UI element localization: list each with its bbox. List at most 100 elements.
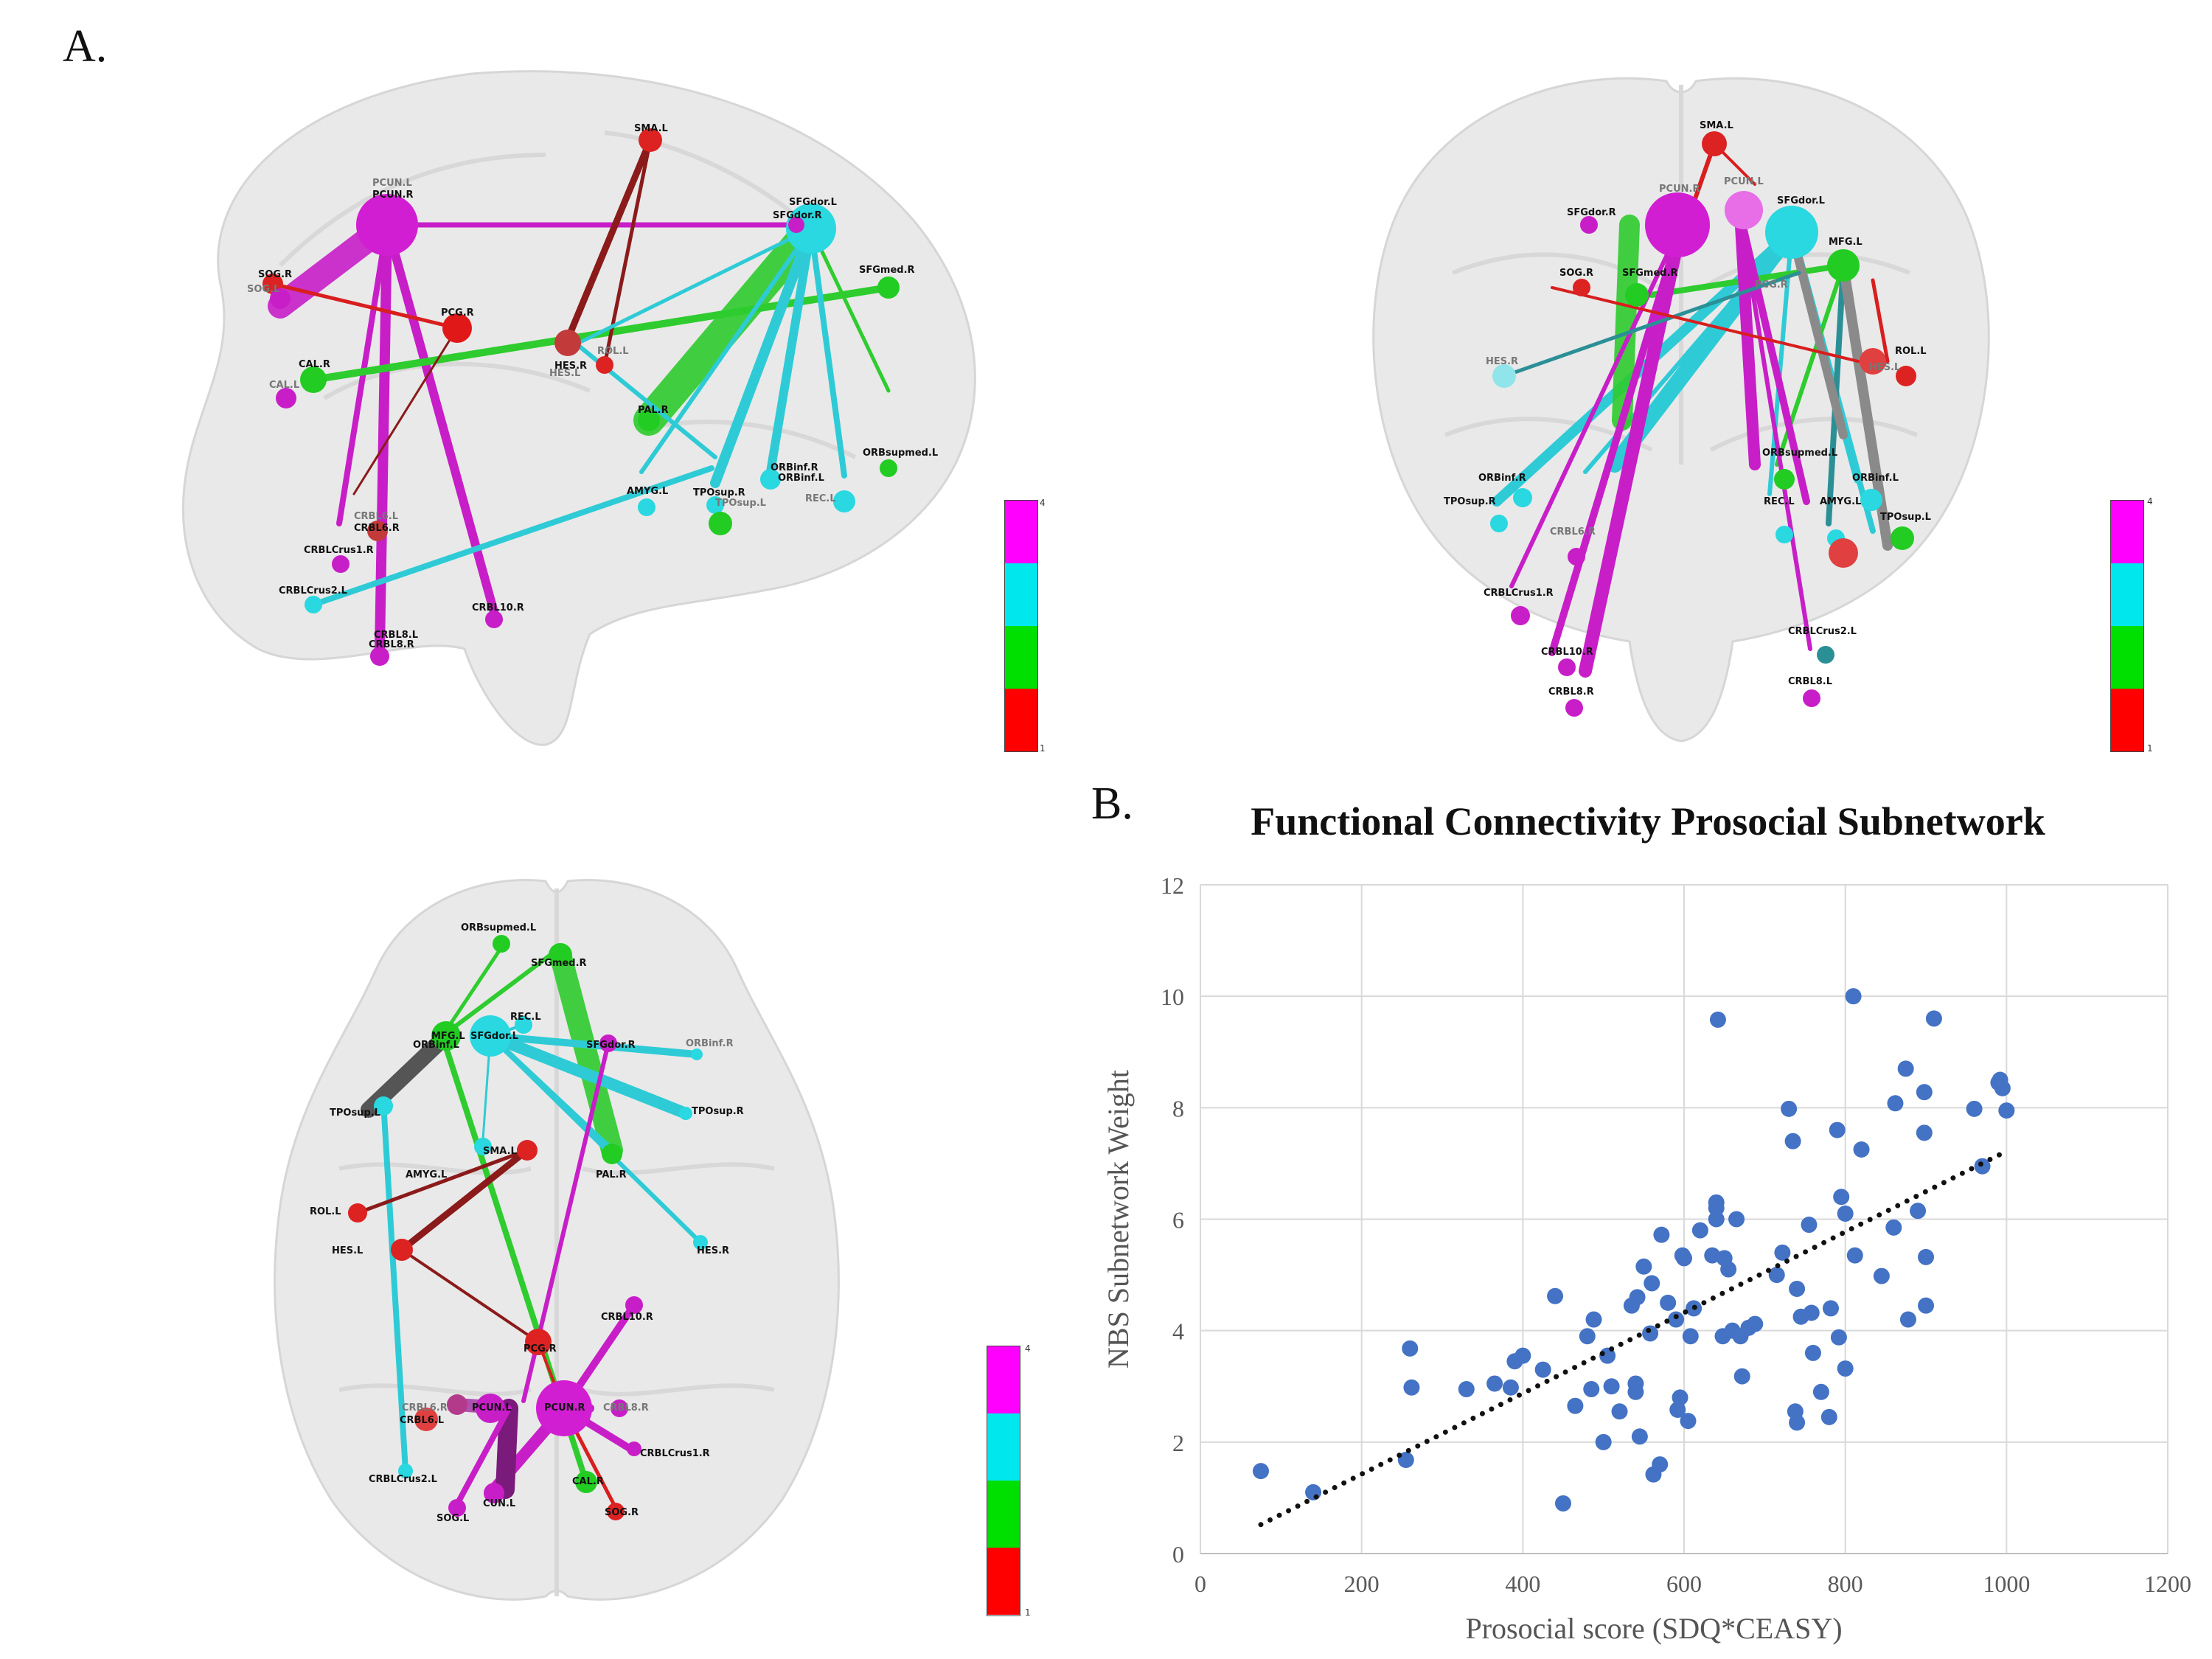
node-label: SOG.L bbox=[437, 1513, 469, 1524]
node-label: CRBL8.L bbox=[374, 630, 418, 641]
x-tick-label: 600 bbox=[1666, 1571, 1702, 1597]
node-label: CRBL10.R bbox=[601, 1312, 653, 1323]
scatter-point bbox=[1803, 1304, 1820, 1321]
node-label: HES.R bbox=[554, 361, 587, 372]
x-tick-label: 800 bbox=[1828, 1571, 1863, 1597]
x-tick-label: 400 bbox=[1505, 1571, 1540, 1597]
node-label: PCUN.L bbox=[472, 1402, 512, 1413]
colorbar-band-4 bbox=[2111, 501, 2143, 563]
scatter-point bbox=[1829, 1121, 1846, 1138]
scatter-point bbox=[1789, 1280, 1806, 1297]
scatter-point bbox=[1397, 1452, 1414, 1469]
node-label: SOG.L bbox=[247, 284, 279, 295]
brain-node-labels: ORBsupmed.L SFGmed.R REC.L MFG.L ORBinf.… bbox=[310, 922, 744, 1524]
brain-sagittal-view: SMA.L PCUN.L PCUN.R SFGdor.L SFGdor.R SO… bbox=[182, 70, 976, 746]
scatter-point bbox=[1680, 1413, 1697, 1430]
colorbar-min-label: 1 bbox=[2147, 743, 2153, 754]
node-label: ORBinf.L bbox=[413, 1040, 459, 1051]
node-label: SOG.R bbox=[605, 1507, 639, 1518]
node-label: CRBL6.R bbox=[402, 1402, 448, 1413]
node-label: HES.L bbox=[332, 1245, 363, 1256]
scatter-point bbox=[1458, 1381, 1475, 1398]
colorbar-band-1 bbox=[2111, 689, 2143, 751]
scatter-point bbox=[1583, 1381, 1600, 1398]
node-label: CRBLCrus2.L bbox=[1788, 626, 1857, 637]
scatter-point bbox=[1853, 1141, 1870, 1158]
scatter-point bbox=[1887, 1095, 1904, 1112]
node-label: TPOsup.R bbox=[693, 487, 745, 498]
node-label: TPOsup.R bbox=[692, 1106, 744, 1117]
scatter-point bbox=[1486, 1375, 1503, 1392]
node-label: CRBL6.R bbox=[1550, 526, 1596, 538]
node-label: ORBinf.R bbox=[1478, 473, 1526, 484]
node-label: PCG.R bbox=[524, 1343, 557, 1354]
scatter-point bbox=[1916, 1124, 1933, 1141]
node-label: ORBinf.R bbox=[771, 462, 818, 473]
brain-coronal-view: SMA.L PCUN.R PCUN.L SFGdor.L SFGdor.R MF… bbox=[1372, 77, 1990, 742]
scatter-point bbox=[1555, 1495, 1571, 1512]
scatter-point bbox=[1873, 1267, 1890, 1284]
colorbar bbox=[987, 1346, 1020, 1616]
node-label: CRBLCrus1.R bbox=[640, 1448, 710, 1459]
connectivity-edges bbox=[268, 136, 892, 654]
node-label: SOG.R bbox=[258, 269, 292, 280]
scatter-point bbox=[1925, 1010, 1942, 1027]
y-tick-label: 0 bbox=[1172, 1541, 1184, 1568]
colorbar bbox=[1004, 500, 1038, 752]
scatter-point bbox=[1720, 1261, 1737, 1278]
colorbar-band-4 bbox=[1005, 501, 1037, 563]
node-label: AMYG.L bbox=[406, 1169, 447, 1180]
scatter-point bbox=[1781, 1100, 1798, 1117]
node-label: ORBsupmed.L bbox=[1762, 448, 1837, 459]
node-label: CRBL8.R bbox=[1548, 686, 1594, 698]
scatter-point bbox=[1801, 1217, 1818, 1234]
scatter-point bbox=[1897, 1060, 1914, 1077]
node-label: PAL.R bbox=[638, 405, 669, 416]
node-label: CRBLCrus2.L bbox=[369, 1474, 437, 1485]
node-label: SFGdor.L bbox=[1777, 195, 1825, 206]
node-label: CUN.L bbox=[483, 1498, 515, 1509]
x-tick-label: 200 bbox=[1344, 1571, 1380, 1597]
node-label: PCG.R bbox=[441, 307, 474, 319]
scatter-point bbox=[1644, 1275, 1660, 1292]
panel-label-a: A. bbox=[63, 21, 108, 72]
scatter-point bbox=[1502, 1379, 1519, 1396]
brain-silhouette bbox=[1372, 77, 1990, 742]
scatter-point bbox=[1846, 1247, 1863, 1264]
y-tick-label: 6 bbox=[1172, 1207, 1184, 1234]
node-label: ORBinf.R bbox=[686, 1038, 734, 1049]
scatter-point bbox=[1534, 1361, 1551, 1378]
scatter-point bbox=[1918, 1297, 1934, 1314]
x-tick-label: 1000 bbox=[1983, 1571, 2030, 1597]
y-tick-label: 4 bbox=[1172, 1318, 1184, 1345]
node-label: PCUN.L bbox=[372, 178, 412, 189]
brain-nodes bbox=[348, 935, 708, 1520]
node-label: ORBsupmed.L bbox=[461, 922, 536, 933]
node-label: CRBL8.R bbox=[369, 639, 414, 650]
brain-nodes bbox=[1490, 131, 1916, 717]
scatter-point bbox=[1547, 1287, 1564, 1304]
scatter-point bbox=[1603, 1378, 1620, 1395]
scatter-point bbox=[1966, 1100, 1983, 1117]
scatter-point bbox=[1595, 1433, 1612, 1450]
scatter-point bbox=[1585, 1311, 1602, 1328]
node-label: ORBsupmed.L bbox=[863, 448, 938, 459]
chart-title: Functional Connectivity Prosocial Subnet… bbox=[1251, 799, 2045, 844]
node-label: CRBL8.R bbox=[603, 1402, 649, 1413]
node-label: HES.L bbox=[1869, 362, 1900, 373]
node-label: CRBL6.R bbox=[354, 523, 400, 534]
scatter-point bbox=[1653, 1226, 1670, 1243]
scatter-point bbox=[1822, 1300, 1839, 1317]
node-label: CRBLCrus1.R bbox=[1484, 588, 1554, 599]
node-label: MFG.L bbox=[1829, 237, 1863, 248]
colorbar-band-1 bbox=[987, 1548, 1020, 1615]
colorbar-min-label: 1 bbox=[1040, 743, 1046, 754]
node-label: CRBL6.L bbox=[400, 1415, 444, 1426]
node-label: MFG.L bbox=[431, 1031, 465, 1042]
brain-node-labels: SMA.L PCUN.L PCUN.R SFGdor.L SFGdor.R SO… bbox=[247, 123, 938, 650]
scatter-point bbox=[1691, 1222, 1708, 1239]
scatter-point bbox=[1682, 1328, 1699, 1345]
y-tick-label: 12 bbox=[1161, 872, 1184, 899]
scatter-point bbox=[1998, 1102, 2015, 1119]
